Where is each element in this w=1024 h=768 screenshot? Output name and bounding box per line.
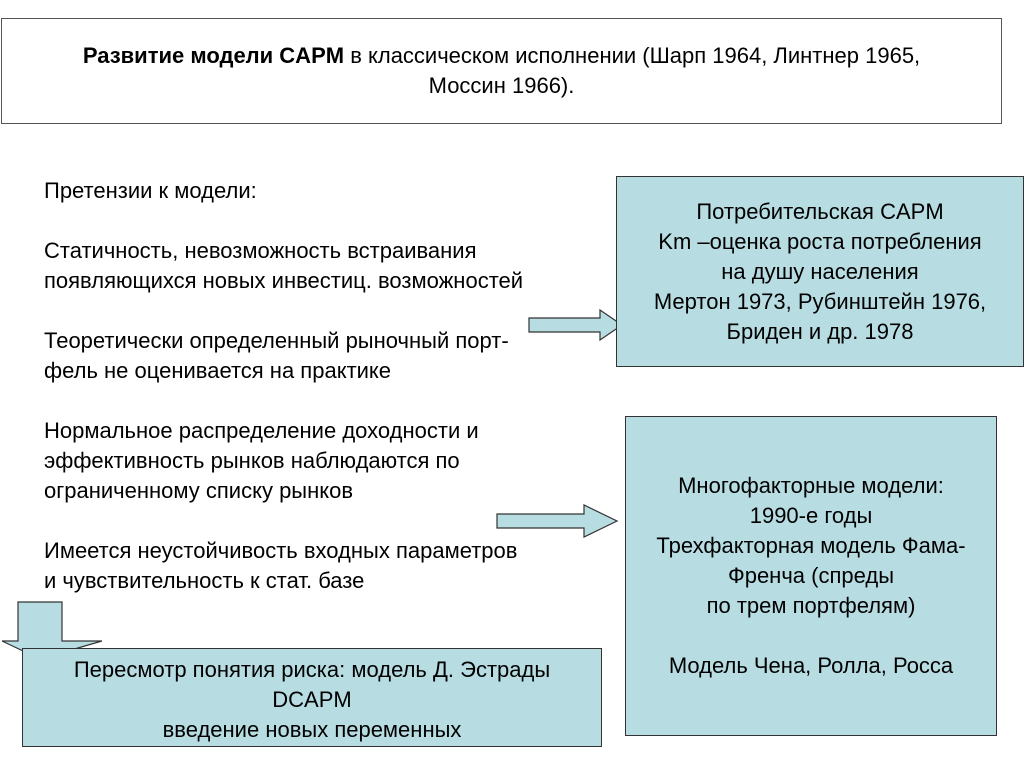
- arrow-right-consumer: [528, 308, 624, 342]
- multifactor-line: Френча (спреды: [727, 563, 895, 588]
- consumer-capm-line: на душу населения: [721, 259, 919, 284]
- consumer-capm-line: Потребительская CAPM: [696, 199, 944, 224]
- claim-line: и чувствительность к стат. базе: [44, 568, 365, 593]
- consumer-capm-box: Потребительская CAPM Km –оценка роста по…: [616, 176, 1024, 367]
- claim-line: Теоретически определенный рыночный порт-: [44, 328, 509, 353]
- claim-line: появляющихся новых инвестиц. возможносте…: [44, 268, 524, 293]
- consumer-capm-line: Бриден и др. 1978: [726, 319, 914, 344]
- multifactor-line: Многофакторные модели:: [678, 473, 944, 498]
- claim-normal-distribution: Нормальное распределение доходности и эф…: [44, 416, 624, 506]
- title-bold: Развитие модели CAPM: [82, 43, 345, 68]
- title-rest-line2: Моссин 1966).: [428, 73, 575, 98]
- spacer: [626, 621, 996, 651]
- risk-revision-box: Пересмотр понятия риска: модель Д. Эстра…: [22, 648, 602, 747]
- claim-line: фель не оценивается на практике: [44, 358, 392, 383]
- risk-revision-line: Пересмотр понятия риска: модель Д. Эстра…: [73, 657, 551, 682]
- multifactor-line: 1990-е годы: [749, 503, 873, 528]
- consumer-capm-line: Km –оценка роста потребления: [658, 229, 982, 254]
- claims-section: Претензии к модели: Статичность, невозмо…: [44, 176, 624, 626]
- claims-heading: Претензии к модели:: [44, 178, 257, 203]
- multifactor-footer: Модель Чена, Ролла, Росса: [668, 653, 954, 678]
- title-box: Развитие модели CAPM в классическом испо…: [1, 18, 1002, 124]
- title-rest-line1: в классическом исполнении (Шарп 1964, Ли…: [344, 43, 921, 68]
- claim-static: Статичность, невозможность встраивания п…: [44, 236, 624, 296]
- multifactor-line: Трехфакторная модель Фама-: [656, 533, 966, 558]
- claim-instability: Имеется неустойчивость входных параметро…: [44, 536, 624, 596]
- consumer-capm-line: Мертон 1973, Рубинштейн 1976,: [653, 289, 987, 314]
- multifactor-box: Многофакторные модели: 1990-е годы Трехф…: [625, 416, 997, 736]
- risk-revision-line: DCAPM: [272, 687, 352, 712]
- risk-revision-line: введение новых переменных: [162, 717, 462, 742]
- claim-line: ограниченному списку рынков: [44, 478, 354, 503]
- claim-line: Имеется неустойчивость входных параметро…: [44, 538, 518, 563]
- claim-line: Статичность, невозможность встраивания: [44, 238, 477, 263]
- arrow-right-multifactor: [496, 504, 619, 538]
- claim-line: эффективность рынков наблюдаются по: [44, 448, 460, 473]
- multifactor-line: по трем портфелям): [706, 593, 916, 618]
- title-text: Развитие модели CAPM в классическом испо…: [83, 41, 920, 101]
- claim-market-portfolio: Теоретически определенный рыночный порт-…: [44, 326, 624, 386]
- claim-line: Нормальное распределение доходности и: [44, 418, 479, 443]
